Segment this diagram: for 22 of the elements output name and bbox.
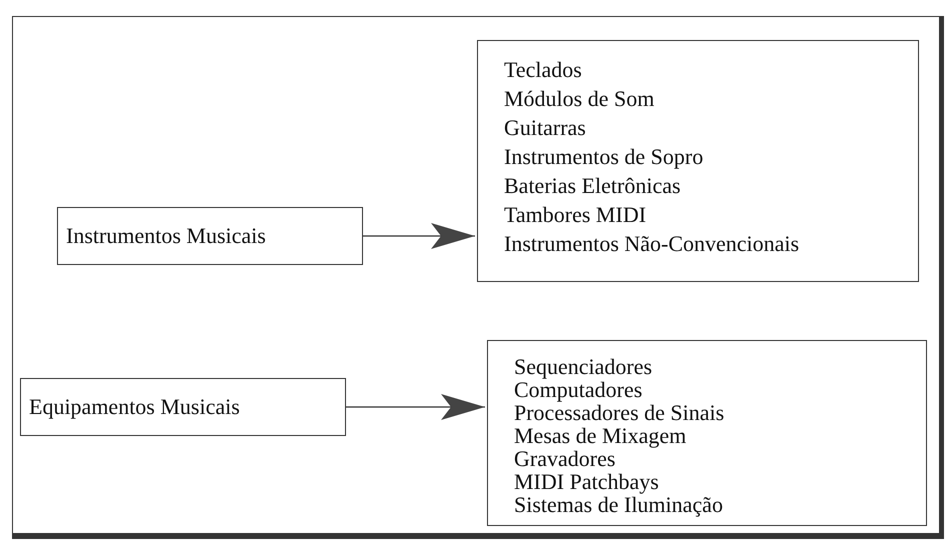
arrow: [346, 394, 485, 420]
category-box: [57, 207, 363, 265]
list-item: Guitarras: [504, 114, 587, 142]
list-box: [487, 340, 927, 526]
list-box: [477, 40, 919, 282]
list-item: Módulos de Som: [504, 85, 656, 113]
list-item: Mesas de Mixagem: [514, 424, 688, 447]
list-item: Teclados: [504, 56, 583, 84]
category-label: Instrumentos Musicais: [66, 223, 267, 249]
category-box: [20, 378, 346, 436]
list-item: Instrumentos de Sopro: [504, 143, 704, 171]
list-item: Processadores de Sinais: [514, 401, 726, 424]
list-item: Sequenciadores: [514, 355, 654, 378]
category-label: Equipamentos Musicais: [29, 394, 241, 420]
list-item: Sistemas de Iluminação: [514, 493, 724, 516]
list-item: MIDI Patchbays: [514, 470, 660, 493]
list-item: Computadores: [514, 378, 642, 401]
list-item: Gravadores: [514, 447, 616, 470]
list-item: Tambores MIDI: [504, 201, 648, 229]
list-item: Baterias Eletrônicas: [504, 172, 682, 200]
arrow: [363, 223, 475, 249]
list-item: Instrumentos Não-Convencionais: [504, 230, 800, 258]
